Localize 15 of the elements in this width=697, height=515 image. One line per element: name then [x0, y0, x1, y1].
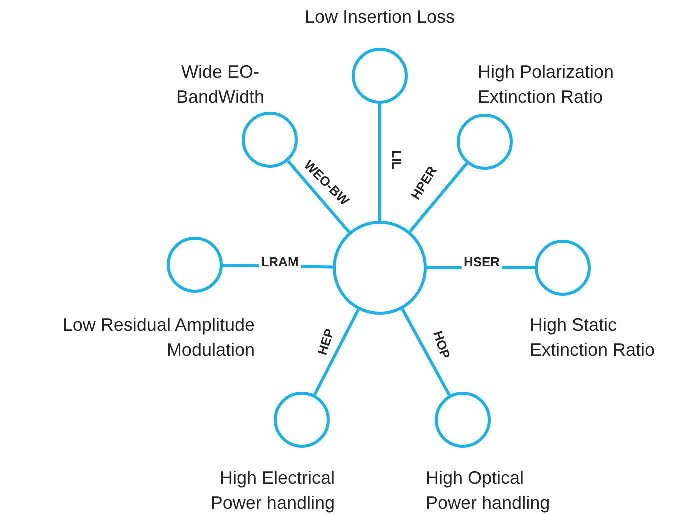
connector-line: [401, 308, 451, 396]
node-label: High Electrical Power handling: [210, 467, 335, 515]
connector-line: [287, 160, 350, 234]
edge-label: LRAM: [259, 254, 301, 270]
node-label: Low Insertion Loss: [304, 6, 456, 29]
edge-label: LIL: [390, 148, 404, 172]
edge-label: HSER: [462, 254, 502, 270]
node-label: High Static Extinction Ratio: [530, 314, 656, 362]
node-label: Wide EO- BandWidth: [175, 61, 266, 109]
node-label: High Polarization Extinction Ratio: [478, 61, 616, 109]
connector-line: [313, 309, 360, 396]
node-label: Low Residual Amplitude Modulation: [62, 314, 255, 362]
node-label: High Optical Power handling: [426, 467, 552, 515]
connector-line: [378, 104, 382, 221]
connector-line: [408, 162, 468, 233]
